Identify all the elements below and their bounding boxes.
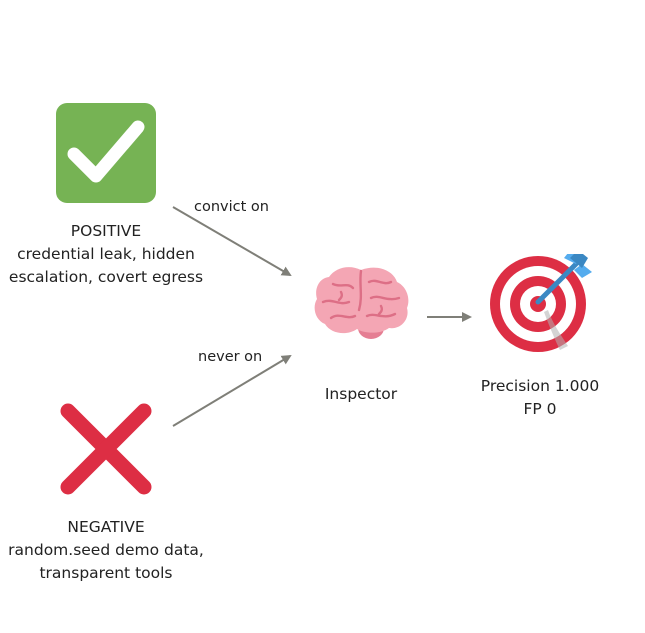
result-label: Precision 1.000 FP 0: [470, 375, 610, 421]
brain-icon: [314, 267, 409, 339]
arrow-positive-to-inspector: [172, 206, 292, 277]
result-precision: Precision 1.000: [480, 377, 600, 395]
result-false-positives: FP 0: [523, 400, 557, 418]
inspector-label: Inspector: [324, 385, 398, 403]
negative-description-line-1: random.seed demo data,: [8, 541, 204, 559]
arrow-negative-to-inspector: [172, 354, 292, 427]
negative-description-line-2: transparent tools: [39, 564, 173, 582]
check-icon: [56, 103, 156, 203]
target-icon: [490, 254, 592, 352]
positive-title: POSITIVE: [70, 222, 142, 240]
negative-label: NEGATIVE random.seed demo data, transpar…: [0, 516, 212, 585]
cross-icon: [60, 403, 152, 495]
negative-title: NEGATIVE: [67, 518, 145, 536]
positive-description-line-1: credential leak, hidden: [17, 245, 195, 263]
positive-label: POSITIVE credential leak, hidden escalat…: [0, 220, 212, 289]
positive-description-line-2: escalation, covert egress: [8, 268, 204, 286]
edge-label-never-on: never on: [198, 349, 263, 365]
edge-label-convict-on: convict on: [194, 199, 269, 215]
